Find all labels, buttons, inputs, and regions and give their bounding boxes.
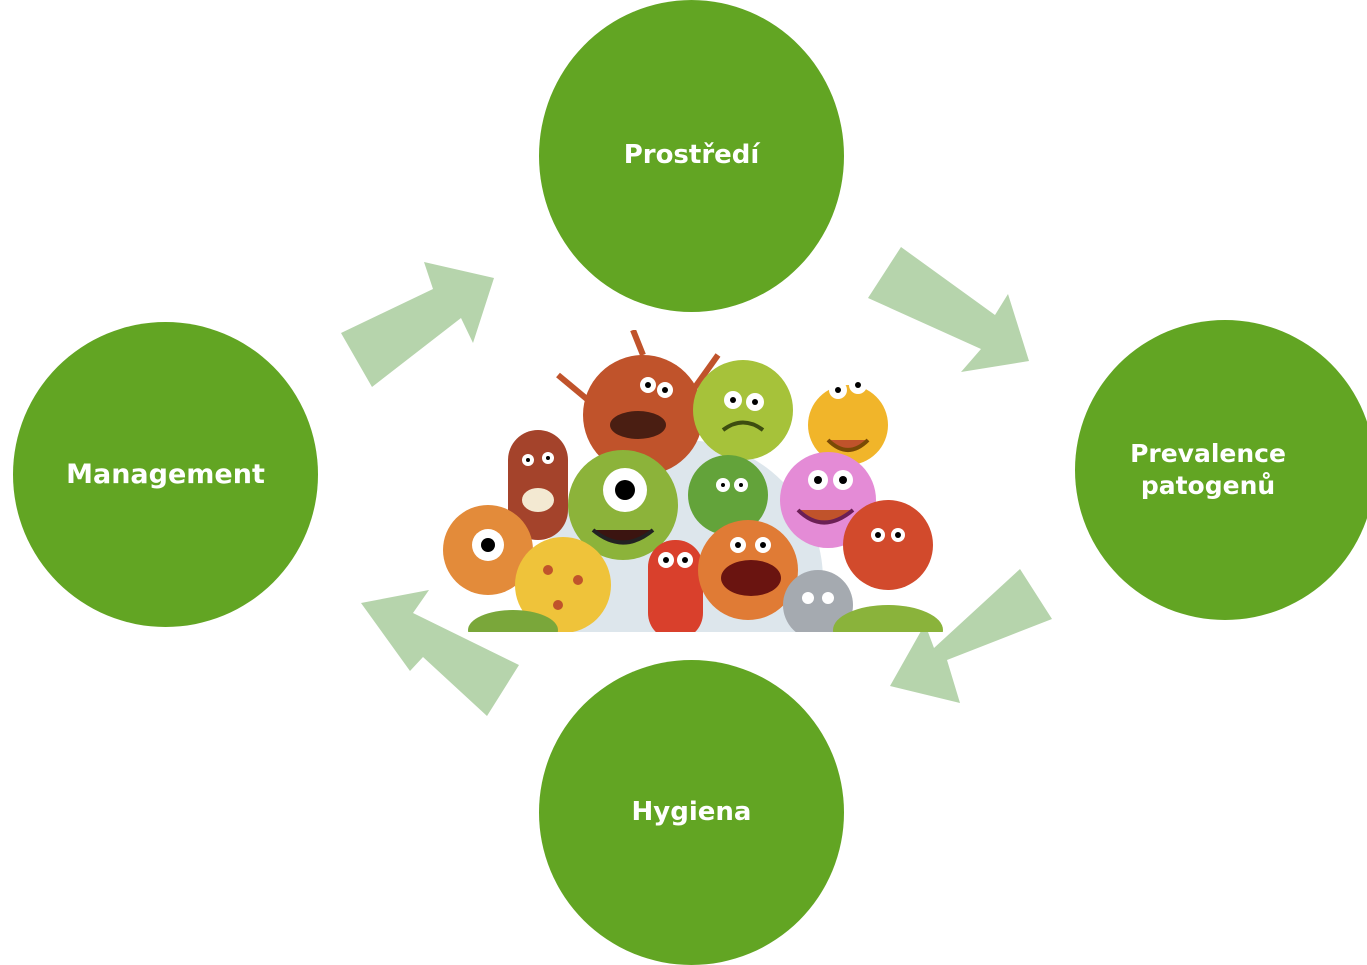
node-management-label: Management [66, 458, 265, 490]
arrow-management-to-prostredi [341, 262, 494, 387]
germ-green-cyclops [568, 450, 678, 560]
germ-green-star [688, 455, 768, 535]
germ-orange-mouth [698, 520, 798, 620]
node-hygiena-label: Hygiena [631, 796, 752, 827]
germ-yellow-spotted [515, 537, 611, 632]
node-hygiena: Hygiena [539, 660, 844, 965]
node-prevalence-patogenu: Prevalence patogenů [1075, 320, 1367, 620]
germ-yellow-right [808, 376, 888, 465]
node-prevalence-circle [1075, 320, 1367, 620]
node-prostredi-label: Prostředí [623, 140, 760, 171]
node-hygiena-circle [539, 660, 844, 965]
germ-red-right [843, 500, 933, 590]
node-management: Management [13, 322, 318, 627]
node-prostredi: Prostředí [539, 0, 844, 312]
germ-grey [783, 570, 853, 632]
germ-orange-top [556, 330, 721, 475]
arrow-prevalence-to-hygiena [890, 569, 1052, 703]
node-prevalence-label-line1: Prevalence [1130, 438, 1286, 468]
germ-green-top [693, 360, 793, 460]
germ-brown-left [508, 430, 568, 540]
germ-orange-spiky [443, 505, 533, 595]
arrow-prostredi-to-prevalence [868, 247, 1029, 372]
germs-cartoon-icon [443, 330, 943, 632]
germ-green-bottom [468, 605, 943, 632]
germ-red-center [648, 540, 703, 632]
node-management-circle [13, 322, 318, 627]
node-prevalence-label-line2: patogenů [1140, 471, 1276, 500]
arrow-hygiena-to-management [361, 590, 519, 716]
node-prostredi-circle [539, 0, 844, 312]
